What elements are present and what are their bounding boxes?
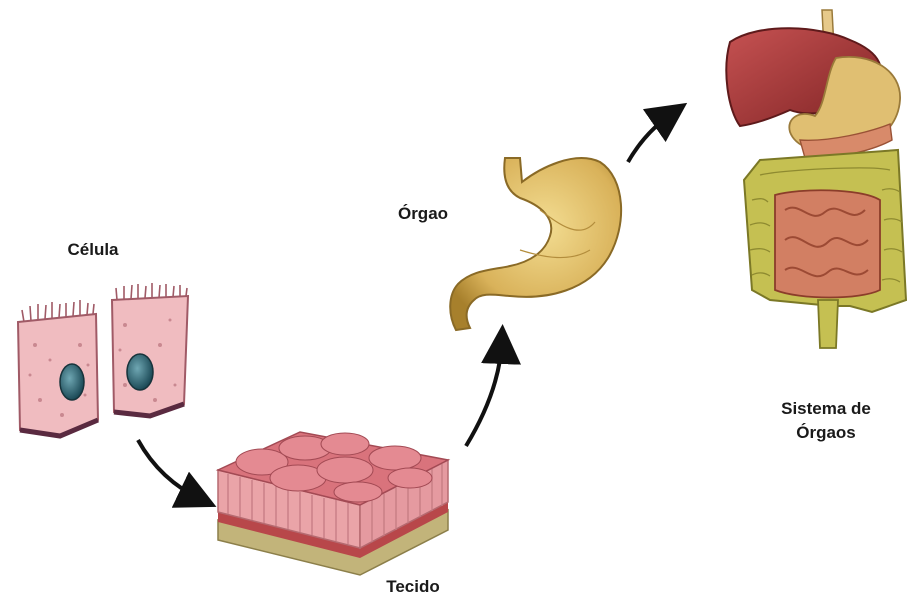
label-tissue: Tecido xyxy=(358,575,468,599)
arrow-icon xyxy=(466,340,502,446)
arrow-icon xyxy=(628,112,674,162)
label-organ-system-line1: Sistema de xyxy=(746,397,906,421)
tissue-icon xyxy=(218,432,448,575)
cell-right xyxy=(112,283,188,416)
label-cell: Célula xyxy=(38,238,148,262)
cell-icon xyxy=(18,283,188,436)
arrow-icon xyxy=(138,440,202,500)
organ-system-icon xyxy=(726,10,906,348)
label-organ: Órgao xyxy=(378,202,468,226)
cell-left xyxy=(18,300,98,436)
label-organ-system: Sistema de Órgaos xyxy=(746,397,906,445)
label-organ-system-line2: Órgaos xyxy=(746,421,906,445)
stomach-icon xyxy=(450,158,621,330)
